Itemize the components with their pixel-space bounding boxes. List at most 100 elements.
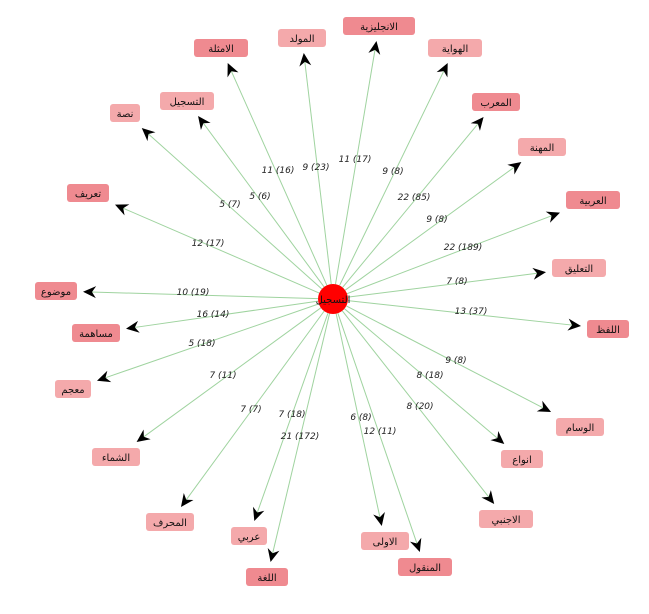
word-node-box <box>398 558 452 576</box>
word-node[interactable]: الاولى <box>361 532 409 550</box>
word-node-label: التسجيل <box>170 97 205 108</box>
word-node[interactable]: المهنة <box>518 138 566 156</box>
word-node[interactable]: الشماء <box>92 448 140 466</box>
edge-line <box>122 207 320 294</box>
center-node[interactable]: التسجيل <box>316 284 351 314</box>
word-node-box <box>231 527 267 545</box>
word-node-box <box>343 17 415 35</box>
word-node[interactable]: المحرف <box>146 513 194 531</box>
word-node[interactable]: اللفظ <box>587 320 629 338</box>
edge-weight-label: 5 (7) <box>219 200 240 210</box>
word-node-box <box>428 39 482 57</box>
edge-weight-label: 13 (37) <box>455 307 488 317</box>
word-node[interactable]: المعرب <box>472 93 520 111</box>
word-node-box <box>110 104 140 122</box>
word-node[interactable]: التعليق <box>552 259 606 277</box>
edge-arrowhead <box>136 429 151 442</box>
edge-line <box>346 305 545 409</box>
word-node-box <box>146 513 194 531</box>
word-node-label: تعريف <box>75 189 101 200</box>
edge-arrowhead <box>141 128 156 142</box>
edge-weight-label: 9 (8) <box>382 167 403 177</box>
word-node-label: نصة <box>117 109 134 120</box>
word-node[interactable]: معجم <box>55 380 91 398</box>
word-node-box <box>194 39 248 57</box>
edge-arrowhead <box>299 53 312 67</box>
edge-arrowhead <box>532 267 546 280</box>
edge-arrowhead <box>507 162 522 175</box>
edge-line <box>346 214 553 295</box>
word-node-label: الامثلة <box>208 44 234 55</box>
edge-line <box>202 122 325 288</box>
word-node-label: المعرب <box>480 98 511 109</box>
word-node-box <box>72 324 120 342</box>
word-node-label: المولد <box>289 34 314 45</box>
edge-line <box>304 60 332 285</box>
edge-weight-label: 22 (85) <box>398 193 431 203</box>
word-node-label: اللغة <box>257 573 276 584</box>
edge-weight-label: 10 (19) <box>177 288 210 298</box>
edge-weight-label: 8 (20) <box>406 402 433 412</box>
word-node[interactable]: تعريف <box>67 184 109 202</box>
word-node[interactable]: التسجيل <box>160 92 214 110</box>
word-node-box <box>501 450 543 468</box>
word-node-box <box>361 532 409 550</box>
word-node[interactable]: المولد <box>278 29 326 47</box>
word-node[interactable]: العربية <box>566 191 620 209</box>
edge-line <box>142 307 322 438</box>
edge-line <box>271 313 331 555</box>
word-node[interactable]: انواع <box>501 450 543 468</box>
word-node[interactable]: المنقول <box>398 558 452 576</box>
word-node[interactable]: الانجليزية <box>343 17 415 35</box>
edge-arrowhead <box>180 492 194 507</box>
edge-weight-label: 22 (189) <box>444 243 483 253</box>
edge-weight-label: 5 (6) <box>249 192 270 202</box>
edge-arrowhead <box>126 320 140 333</box>
word-node[interactable]: اللغة <box>246 568 288 586</box>
word-node-box <box>160 92 214 110</box>
edge-weight-label: 7 (18) <box>278 410 305 420</box>
word-node[interactable]: الاجنبي <box>479 510 533 528</box>
word-node[interactable]: الهواية <box>428 39 482 57</box>
word-node[interactable]: نصة <box>110 104 140 122</box>
edge-line <box>133 300 319 329</box>
edge-arrowhead <box>490 431 505 444</box>
edge-line <box>344 166 516 291</box>
edge-weight-label: 6 (8) <box>350 413 371 423</box>
edge-arrowhead <box>409 537 422 552</box>
word-node-box <box>479 510 533 528</box>
edge-weight-label: 9 (23) <box>302 163 329 173</box>
word-node-label: المنقول <box>409 563 441 574</box>
edge-line <box>185 310 325 501</box>
word-node-box <box>92 448 140 466</box>
edge-weight-label: 7 (11) <box>209 371 236 381</box>
edge-arrowhead <box>373 512 385 526</box>
word-node[interactable]: الوسام <box>556 418 604 436</box>
word-node-label: العربية <box>579 196 606 207</box>
edge-arrowhead <box>481 490 495 504</box>
edge-weight-label: 12 (17) <box>192 239 225 249</box>
word-node-box <box>55 380 91 398</box>
word-node-box <box>278 29 326 47</box>
edge-line <box>256 312 329 514</box>
word-node-box <box>67 184 109 202</box>
edge-arrowhead <box>267 547 280 562</box>
edge-weight-label: 21 (172) <box>281 432 320 442</box>
edge-weight-label: 5 (18) <box>188 339 215 349</box>
word-node[interactable]: عربي <box>231 527 267 545</box>
word-node-label: موضوع <box>41 287 71 298</box>
word-node-label: التعليق <box>565 264 593 275</box>
edge-arrowhead <box>198 116 211 131</box>
edge-line <box>347 272 539 298</box>
edge-line <box>90 291 319 300</box>
edge-arrowhead <box>536 400 552 412</box>
word-node-label: الوسام <box>566 423 595 434</box>
edge-weight-label: 7 (8) <box>446 277 467 287</box>
center-node-label: التسجيل <box>316 295 351 306</box>
word-node-label: المحرف <box>153 518 187 529</box>
word-node[interactable]: موضوع <box>35 282 77 300</box>
word-node[interactable]: الامثلة <box>194 39 248 57</box>
word-node[interactable]: مساهمة <box>72 324 120 342</box>
edge-weight-label: 8 (18) <box>416 371 443 381</box>
